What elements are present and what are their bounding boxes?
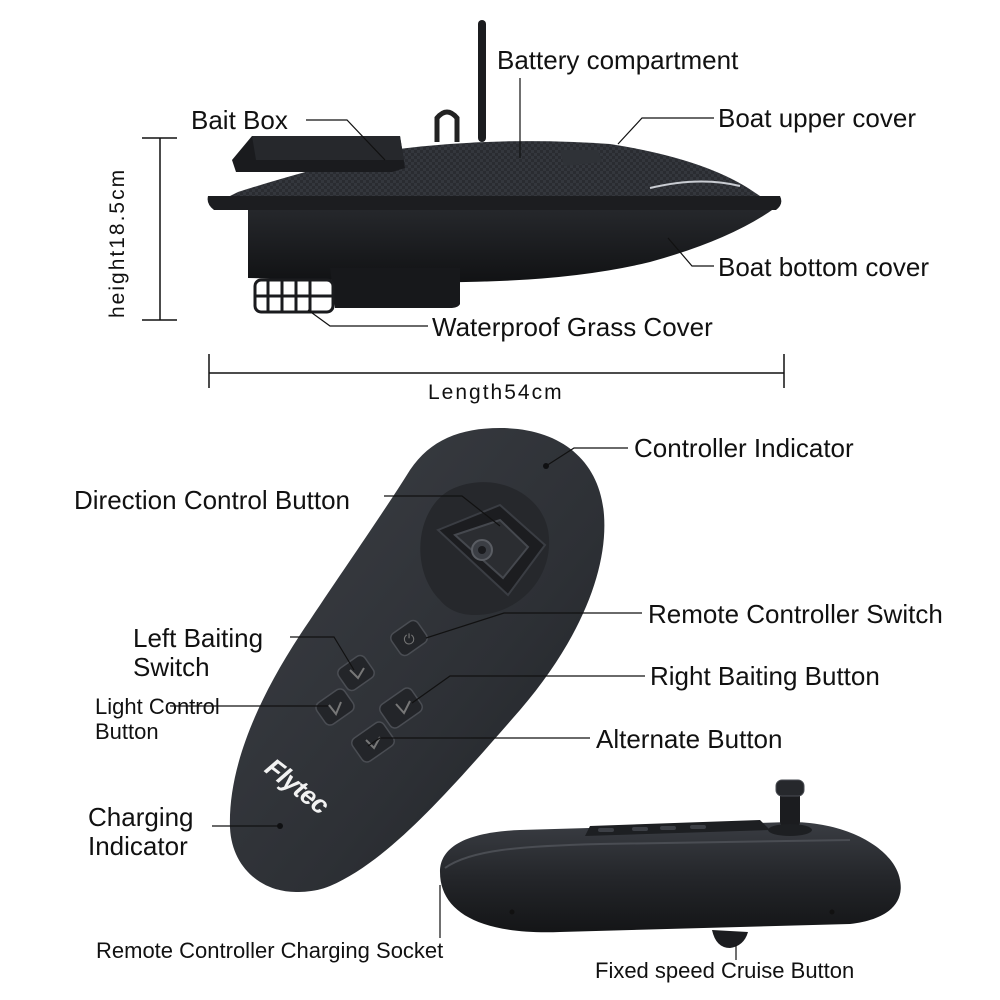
label-right-baiting-button: Right Baiting Button (650, 661, 880, 691)
length-dimension-label: Length54cm (428, 381, 564, 404)
right-baiting-button (379, 687, 423, 729)
boat-handle (434, 109, 460, 142)
boat-upper-cover (230, 141, 760, 196)
remote-controller-top: ⏻ (229, 428, 605, 892)
remote-side-body (440, 822, 901, 933)
label-light-control-button: Light Control Button (95, 694, 220, 744)
label-battery-compartment: Battery compartment (497, 45, 739, 75)
boat-leader-lines (306, 78, 714, 327)
left-baiting-button (337, 654, 375, 692)
grass-cover-housing (330, 268, 460, 308)
light-control-button (315, 688, 355, 726)
label-bait-box: Bait Box (191, 105, 288, 135)
remote-leader-lines (170, 447, 645, 938)
antenna (478, 20, 486, 142)
label-remote-controller-switch: Remote Controller Switch (648, 599, 943, 629)
propeller-cage (253, 278, 335, 314)
label-boat-upper-cover: Boat upper cover (718, 103, 917, 133)
label-fixed-speed-cruise-button: Fixed speed Cruise Button (595, 958, 855, 983)
remote-switch-button: ⏻ (390, 619, 428, 657)
label-controller-indicator: Controller Indicator (634, 433, 854, 463)
svg-text:⏻: ⏻ (403, 632, 414, 648)
deck-rim (207, 196, 782, 210)
boat-bottom-cover (248, 208, 775, 283)
direction-control-joystick (436, 503, 547, 597)
label-direction-control-button: Direction Control Button (74, 485, 351, 515)
bait-boat (207, 20, 782, 314)
height-dimension (142, 137, 177, 321)
battery-compartment-lid (560, 150, 602, 166)
label-left-baiting-switch: Left Baiting Switch (133, 623, 264, 683)
label-boat-bottom-cover: Boat bottom cover (718, 252, 929, 282)
length-dimension (208, 354, 785, 388)
label-alternate-button: Alternate Button (596, 724, 783, 754)
height-dimension-label: height18.5cm (106, 167, 129, 318)
label-waterproof-grass-cover: Waterproof Grass Cover (432, 312, 713, 342)
label-charging-indicator: Charging Indicator (88, 802, 194, 862)
remote-controller-side (440, 779, 901, 948)
charging-indicator-led (277, 823, 283, 829)
label-charging-socket: Remote Controller Charging Socket (96, 938, 444, 963)
side-joystick-knob (768, 779, 812, 836)
cruise-button (712, 930, 748, 948)
